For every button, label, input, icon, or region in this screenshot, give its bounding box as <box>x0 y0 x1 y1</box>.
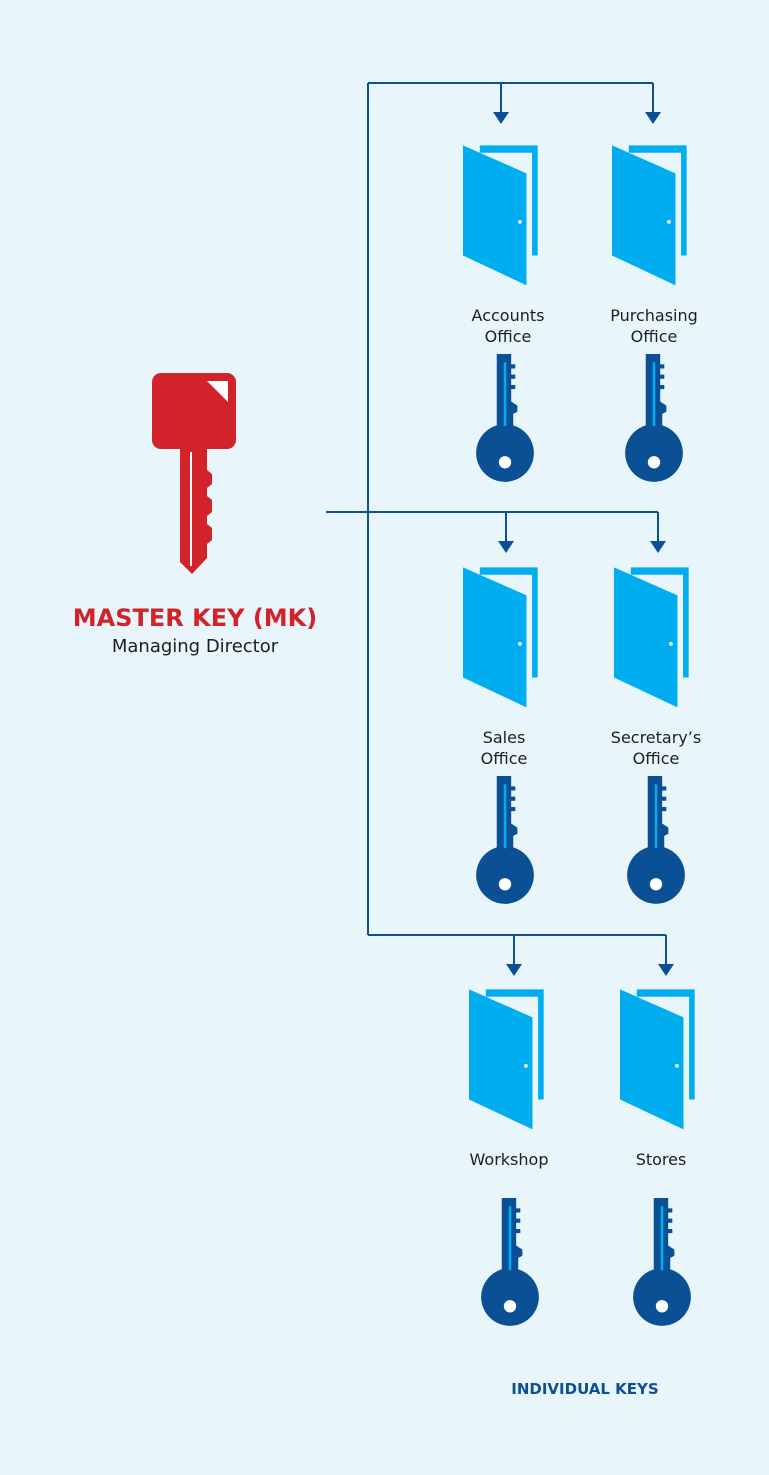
office-label-line1: Workshop <box>469 1150 549 1169</box>
key-icon-sales <box>474 774 536 906</box>
key-icon-workshop <box>479 1196 541 1328</box>
door-icon-purchasing <box>612 145 687 286</box>
arrow-down-icon <box>493 112 509 124</box>
office-label-line2: Office <box>480 749 528 768</box>
office-label-accounts: Accounts Office <box>438 305 578 347</box>
office-label-line1: Sales <box>482 728 526 747</box>
door-icon-sales <box>463 567 538 708</box>
door-icon-secretary <box>614 567 689 708</box>
key-icon-stores <box>631 1196 693 1328</box>
office-label-line2: Office <box>484 327 532 346</box>
office-label-line1: Stores <box>635 1150 687 1169</box>
door-icon-accounts <box>463 145 538 286</box>
office-label-stores: Stores <box>591 1149 731 1170</box>
master-key-title: MASTER KEY (MK) <box>72 604 318 632</box>
office-label-line1: Purchasing <box>610 306 698 325</box>
arrow-down-icon <box>506 964 522 976</box>
arrow-down-icon <box>658 964 674 976</box>
office-label-purchasing: Purchasing Office <box>584 305 724 347</box>
door-icon-stores <box>620 989 695 1130</box>
door-icon-workshop <box>469 989 544 1130</box>
office-label-sales: Sales Office <box>434 727 574 769</box>
office-label-secretary: Secretary’s Office <box>586 727 726 769</box>
connector-lines <box>326 82 667 965</box>
office-label-line1: Accounts <box>471 306 545 325</box>
office-label-line2: Office <box>630 327 678 346</box>
key-icon-secretary <box>625 774 687 906</box>
office-label-line2: Office <box>632 749 680 768</box>
office-label-workshop: Workshop <box>439 1149 579 1170</box>
arrow-down-icon <box>498 541 514 553</box>
arrow-down-icon <box>650 541 666 553</box>
key-icon-purchasing <box>623 352 685 484</box>
master-key-icon <box>152 373 236 574</box>
key-icon-accounts <box>474 352 536 484</box>
office-label-line1: Secretary’s <box>610 728 702 747</box>
arrow-down-icon <box>645 112 661 124</box>
master-key-subtitle: Managing Director <box>111 636 279 657</box>
individual-keys-label: INDIVIDUAL KEYS <box>511 1380 659 1398</box>
